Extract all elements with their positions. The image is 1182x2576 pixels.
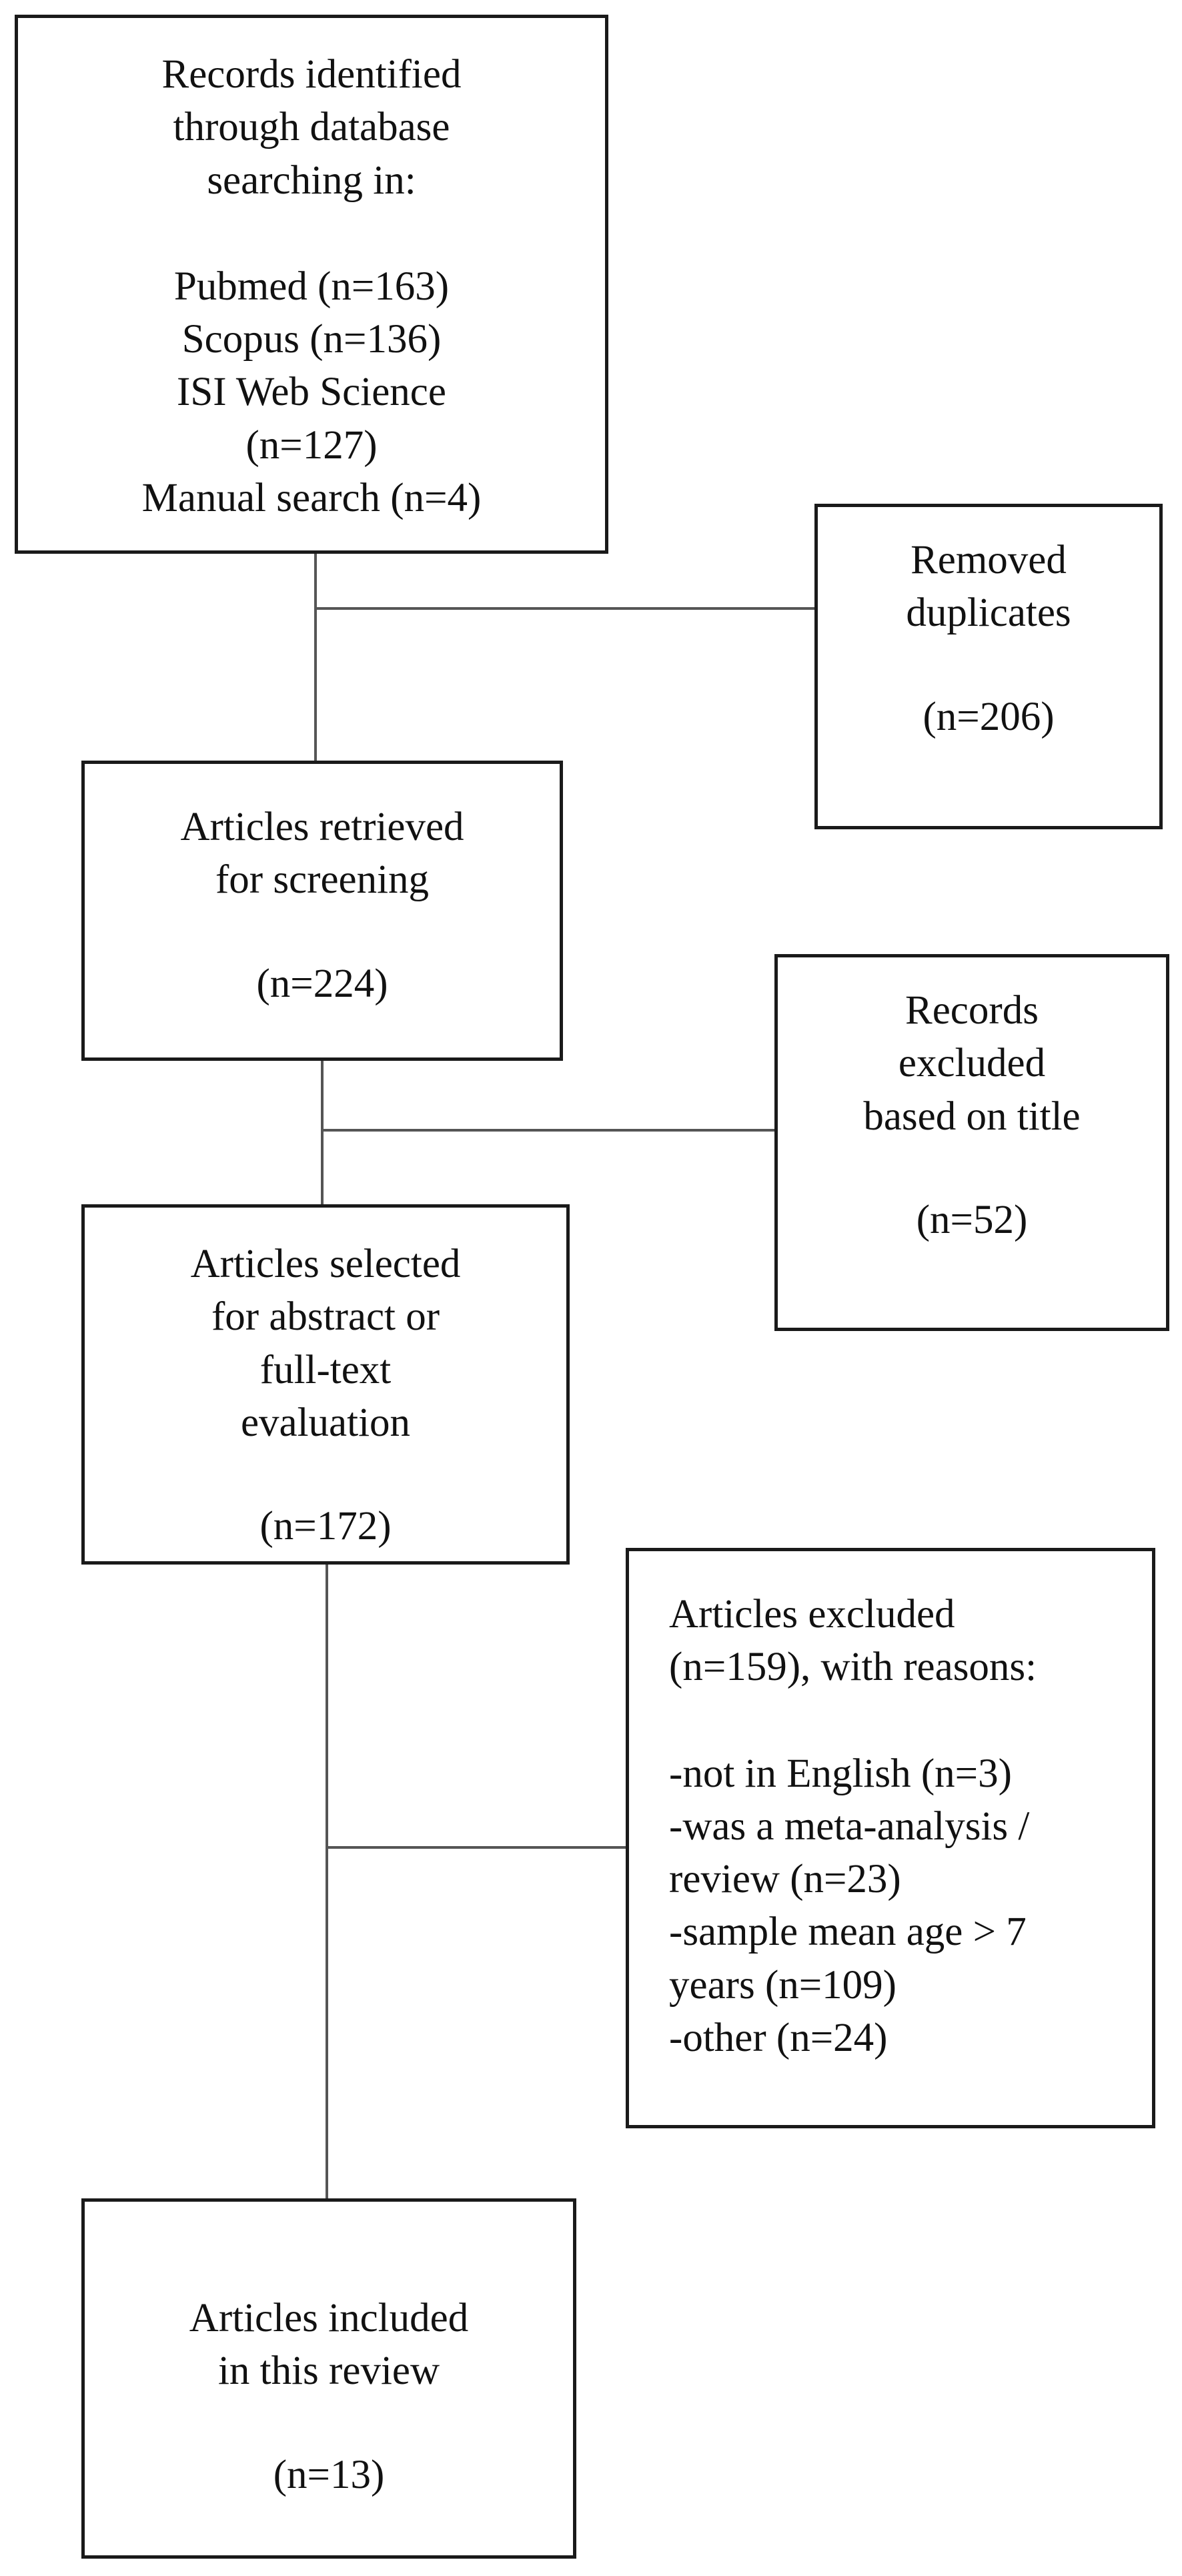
articles-included-label: Articles included [189,2296,469,2340]
exclusion-reason: years (n=109) [669,1962,897,2008]
articles-retrieved-box: Articles retrieved for screening (n=224) [81,761,563,1061]
source-manual-search: Manual search (n=4) [141,476,482,521]
articles-excluded-box: Articles excluded (n=159), with reasons:… [626,1548,1155,2128]
connector-main-3 [326,1565,328,2198]
exclusion-reason: -was a meta-analysis / [669,1803,1030,1849]
articles-included-count: (n=13) [273,2452,385,2497]
articles-retrieved-count: (n=224) [256,961,388,1006]
removed-duplicates-label: duplicates [906,590,1071,636]
articles-selected-count: (n=172) [259,1504,392,1549]
exclusion-reason: -sample mean age > 7 [669,1909,1027,1955]
records-excluded-title-label: Records [905,988,1039,1033]
source-isi-web-science: ISI Web Science [177,370,446,415]
spacer [669,1694,1152,1747]
connector-to-articles-excluded [326,1846,626,1849]
exclusion-reason: -not in English (n=3) [669,1751,1012,1796]
records-identified-box: Records identified through database sear… [15,15,608,554]
articles-included-label: in this review [217,2348,440,2394]
articles-selected-label: Articles selected [190,1242,461,1286]
articles-selected-label: for abstract or [211,1294,440,1340]
records-excluded-title-label: based on title [863,1094,1081,1139]
articles-retrieved-label: Articles retrieved [180,805,464,849]
exclusion-reason: review (n=23) [669,1857,901,1902]
records-identified-heading-line: Records identified [161,52,462,97]
connector-to-duplicates [314,607,814,610]
articles-retrieved-label: for screening [215,857,430,903]
connector-to-title-excluded [321,1129,774,1132]
exclusion-reason: -other (n=24) [669,2016,888,2061]
articles-selected-label: evaluation [240,1400,411,1445]
records-identified-heading-line: through database [173,105,450,150]
articles-excluded-heading: Articles excluded [669,1592,955,1637]
records-excluded-title-count: (n=52) [916,1197,1028,1242]
articles-selected-box: Articles selected for abstract or full-t… [81,1204,570,1565]
connector-main-1 [314,554,317,761]
source-scopus: Scopus (n=136) [181,317,442,362]
source-pubmed: Pubmed (n=163) [173,264,450,309]
source-isi-count: (n=127) [245,422,378,468]
records-excluded-title-box: Records excluded based on title (n=52) [774,954,1169,1331]
records-excluded-title-label: excluded [898,1041,1046,1086]
articles-selected-label: full-text [259,1347,392,1392]
connector-main-2 [321,1061,324,1204]
removed-duplicates-label: Removed [911,538,1067,582]
articles-excluded-heading: (n=159), with reasons: [669,1645,1037,1690]
records-identified-heading-line: searching in: [207,157,416,203]
articles-included-box: Articles included in this review (n=13) [81,2198,576,2559]
removed-duplicates-count: (n=206) [923,694,1055,739]
removed-duplicates-box: Removed duplicates (n=206) [814,504,1163,829]
